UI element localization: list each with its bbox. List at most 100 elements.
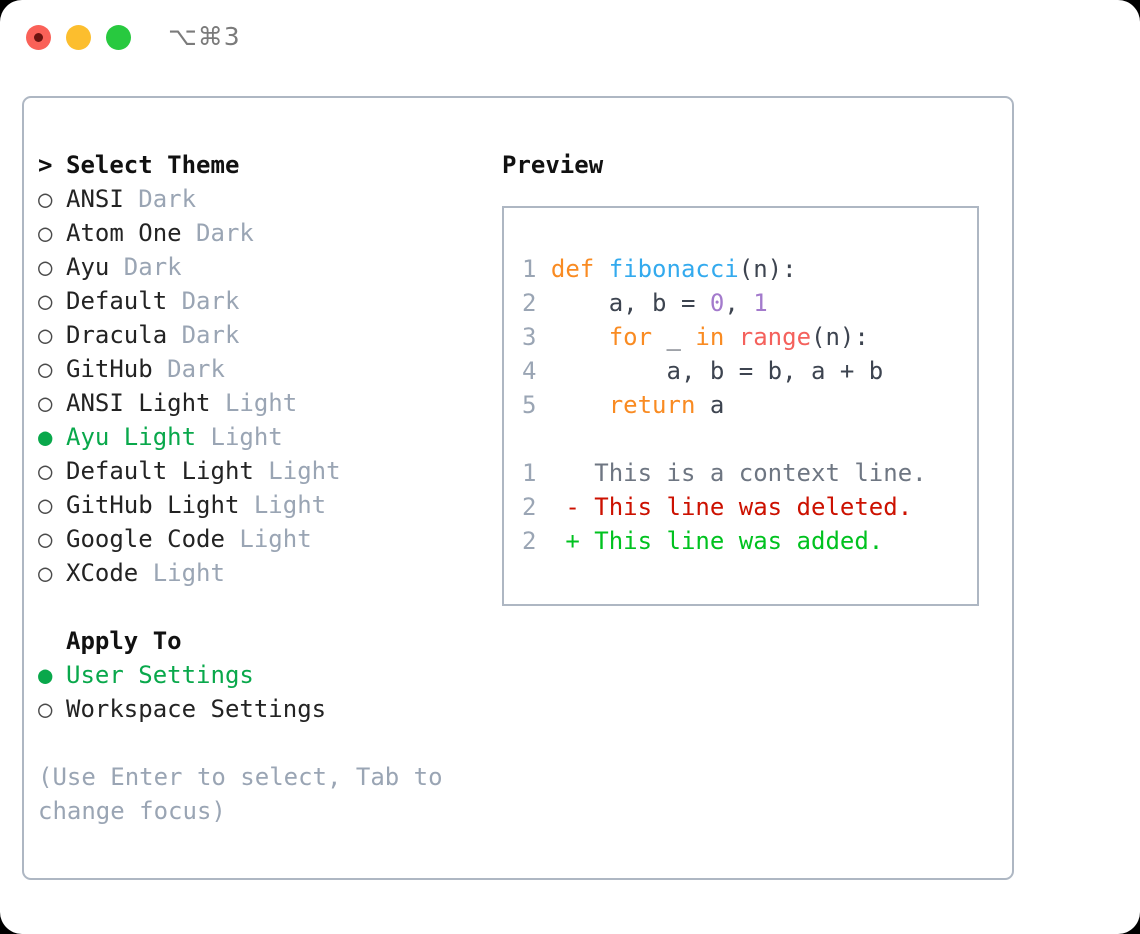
diff-line-number: 2 xyxy=(522,527,566,555)
row-tag: Light xyxy=(239,491,327,519)
code-token: a, b = xyxy=(550,289,710,317)
section-spacer xyxy=(38,590,478,624)
radio-unselected-icon: ○ xyxy=(38,253,53,281)
theme-list-item[interactable]: ○Atom One Dark xyxy=(38,216,478,250)
preview-title: Preview xyxy=(502,151,604,179)
theme-list-item[interactable]: ○ Default Dark xyxy=(38,284,478,318)
code-line: 1 def fibonacci(n): xyxy=(522,252,977,286)
radio-unselected-icon: ○ xyxy=(38,219,53,247)
maximize-button[interactable] xyxy=(106,25,131,50)
code-line-number: 3 xyxy=(522,323,551,351)
code-token xyxy=(724,323,738,351)
row-tag: Dark xyxy=(167,321,240,349)
row-label: Atom One xyxy=(66,219,182,247)
radio-unselected-icon: ○ xyxy=(38,491,53,519)
theme-list-item[interactable]: ●Ayu Light Light xyxy=(38,420,478,454)
code-line-number: 4 xyxy=(522,357,551,385)
radio-unselected-icon: ○ xyxy=(38,355,53,383)
radio-unselected-icon: ○ xyxy=(38,525,53,553)
theme-list-item[interactable]: ○ Google Code Light xyxy=(38,522,478,556)
radio-unselected-icon: ○ xyxy=(38,457,53,485)
row-tag: Dark xyxy=(123,185,197,213)
diff-text: This line was deleted. xyxy=(594,493,913,521)
code-token: fibonacci xyxy=(608,255,739,283)
right-column: Preview 1 def fibonacci(n):2 a, b = 0, 1… xyxy=(502,148,1002,606)
code-token: , xyxy=(724,289,754,317)
diff-marker: + xyxy=(565,527,595,555)
window-controls xyxy=(26,25,131,50)
radio-unselected-icon: ○ xyxy=(38,321,53,349)
radio-unselected-icon: ○ xyxy=(38,389,53,417)
apply-to-header: Apply To xyxy=(38,624,478,658)
code-token: 1 xyxy=(753,289,768,317)
keyboard-shortcut-label: ⌥⌘3 xyxy=(168,22,241,51)
theme-list-item[interactable]: ○ ANSI Light Light xyxy=(38,386,478,420)
diff-text: This line was added. xyxy=(594,527,884,555)
row-label: Workspace Settings xyxy=(66,695,327,723)
diff-text: This is a context line. xyxy=(594,459,927,487)
code-token: (n): xyxy=(811,323,869,351)
row-label: User Settings xyxy=(66,661,254,689)
theme-list-header: >Select Theme xyxy=(38,148,478,182)
code-diff-gap xyxy=(522,422,977,456)
row-tag: Light xyxy=(138,559,225,587)
apply-to-list: Apply To ● User Settings ○ Workspace Setting… xyxy=(38,624,478,726)
apply-to-item[interactable]: ○ Workspace Settings xyxy=(38,692,478,726)
diff-marker: - xyxy=(565,493,595,521)
radio-unselected-icon: ○ xyxy=(38,559,53,587)
code-token: in xyxy=(695,323,725,351)
diff-line: 2 + This line was added. xyxy=(522,524,977,558)
close-button[interactable] xyxy=(26,25,51,50)
code-token: a, b = b, a + b xyxy=(550,357,884,385)
diff-preview: 1 This is a context line. 2 - This line w… xyxy=(522,456,977,558)
row-tag: Dark xyxy=(109,253,182,281)
main-panel: >Select Theme ○ ANSI Dark ○ Atom One Dark ○ Ay… xyxy=(22,96,1014,880)
theme-list-item[interactable]: ○Dracula Dark xyxy=(38,318,478,352)
radio-unselected-icon: ○ xyxy=(38,695,53,723)
row-tag: Dark xyxy=(167,287,240,315)
theme-list-item[interactable]: ○ Ayu Dark xyxy=(38,250,478,284)
row-label: ANSI xyxy=(66,185,124,213)
code-token: return xyxy=(608,391,696,419)
apply-to-item[interactable]: ● User Settings xyxy=(38,658,478,692)
row-label: Ayu Light xyxy=(66,423,197,451)
code-token xyxy=(551,323,609,351)
code-line: 5 return a xyxy=(522,388,977,422)
row-marker-icon xyxy=(38,624,66,658)
row-tag: Light xyxy=(224,525,312,553)
row-label: Default xyxy=(66,287,168,315)
theme-list: >Select Theme ○ ANSI Dark ○ Atom One Dark ○ Ay… xyxy=(38,148,478,590)
row-tag: Dark xyxy=(152,355,225,383)
theme-list-item[interactable]: ○GitHub Light Light xyxy=(38,488,478,522)
row-label: Ayu xyxy=(66,253,110,281)
row-label: Google Code xyxy=(66,525,225,553)
theme-list-item[interactable]: ○ XCode Light xyxy=(38,556,478,590)
code-line-number: 1 xyxy=(522,255,551,283)
row-tag: Light xyxy=(196,423,283,451)
title-bar: ⌥⌘3 xyxy=(0,0,1140,78)
radio-unselected-icon: ○ xyxy=(38,185,53,213)
row-label: ANSI Light xyxy=(66,389,211,417)
theme-list-item[interactable]: ○ GitHub Dark xyxy=(38,352,478,386)
radio-unselected-icon: ○ xyxy=(38,287,53,315)
row-marker-icon: > xyxy=(38,151,53,179)
code-line-number: 5 xyxy=(522,391,551,419)
row-tag: Light xyxy=(210,389,298,417)
row-label: Default Light xyxy=(66,457,254,485)
code-token xyxy=(551,391,609,419)
row-label: GitHub xyxy=(66,355,153,383)
theme-list-item[interactable]: ○ ANSI Dark xyxy=(38,182,478,216)
diff-line-number: 1 xyxy=(522,459,566,487)
hint-spacer xyxy=(38,726,478,760)
row-label: XCode xyxy=(66,559,139,587)
code-token: range xyxy=(738,323,812,351)
radio-selected-icon: ● xyxy=(38,661,53,689)
diff-line: 2 - This line was deleted. xyxy=(522,490,977,524)
code-token: (n): xyxy=(738,255,797,283)
code-line-number: 2 xyxy=(522,289,551,317)
theme-list-item[interactable]: ○Default Light Light xyxy=(38,454,478,488)
minimize-button[interactable] xyxy=(66,25,91,50)
